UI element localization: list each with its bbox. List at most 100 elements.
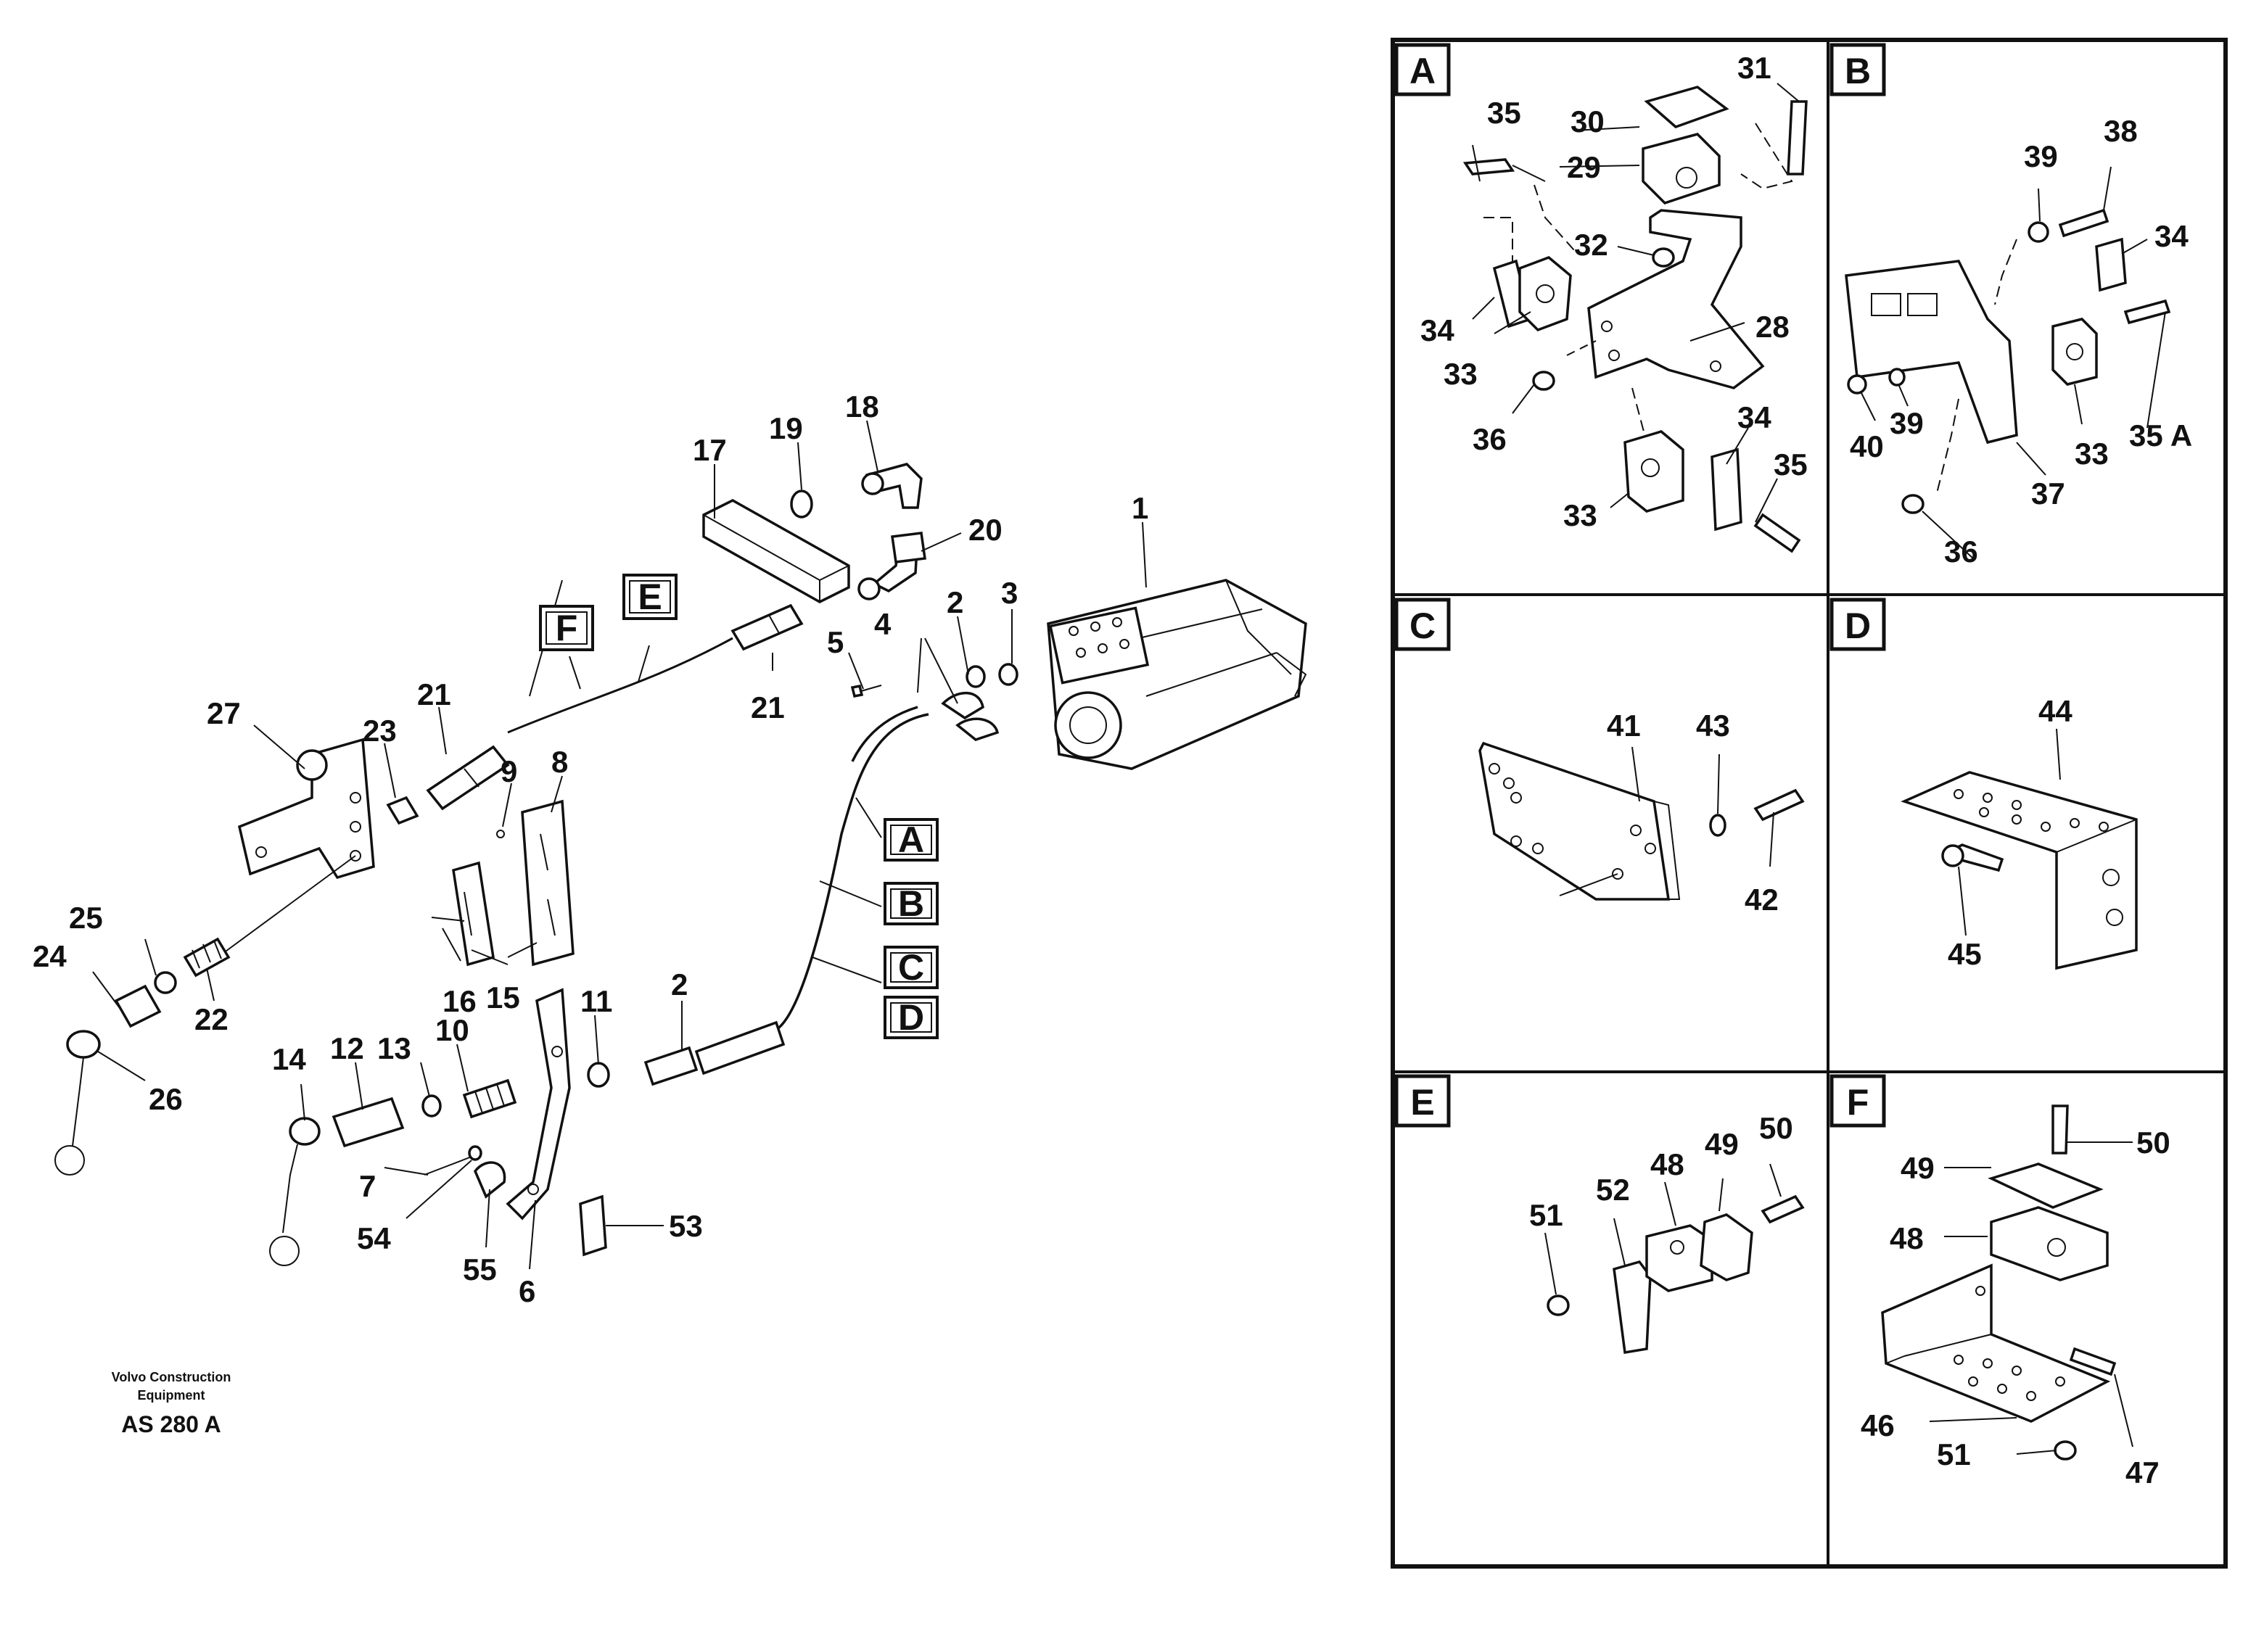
clamp-4 <box>941 691 1000 741</box>
hose-main <box>775 713 929 1031</box>
label-f-50: 50 <box>2136 1126 2170 1160</box>
bracket-6 <box>506 988 571 1221</box>
label-c-42: 42 <box>1745 883 1779 917</box>
label-12: 12 <box>330 1031 364 1065</box>
panel-a: A 35 31 30 29 32 34 33 28 36 34 <box>1394 43 1808 553</box>
detail-grid <box>1391 38 2228 1569</box>
plate-41 <box>1478 741 1671 901</box>
callout-letter-e: E <box>638 577 662 617</box>
credit-block: Volvo Construction Equipment AS 280 A <box>112 1370 231 1437</box>
label-e-51: 51 <box>1529 1198 1563 1232</box>
panel-letter-c: C <box>1409 606 1436 646</box>
label-17: 17 <box>693 433 727 467</box>
plate-15 <box>452 861 495 967</box>
fitting-2-lower <box>643 1046 699 1086</box>
block-48 <box>1645 1224 1713 1292</box>
o-ring-19 <box>790 490 813 519</box>
plate-52 <box>1613 1260 1652 1355</box>
nut-40 <box>1847 374 1867 395</box>
plate-30 <box>1644 86 1729 128</box>
label-a-29: 29 <box>1567 150 1601 184</box>
label-27: 27 <box>207 696 241 730</box>
label-f-51: 51 <box>1937 1437 1971 1471</box>
nut-51-f <box>2054 1440 2077 1461</box>
label-b-39-lower: 39 <box>1890 406 1924 440</box>
label-25: 25 <box>69 901 103 935</box>
label-f-46: 46 <box>1861 1408 1895 1442</box>
label-b-38: 38 <box>2104 114 2138 148</box>
screw-16 <box>431 917 465 922</box>
panel-f: F 50 49 48 46 51 47 <box>1829 1074 2170 1490</box>
panel-b: B 38 39 34 35 A 33 39 40 37 36 <box>1829 43 2192 569</box>
bracket-27 <box>237 738 375 880</box>
coupling-12 <box>332 1096 405 1148</box>
panel-letter-b: B <box>1845 51 1871 91</box>
nut-23 <box>386 796 419 825</box>
label-18: 18 <box>845 389 879 424</box>
label-a-36: 36 <box>1473 422 1507 456</box>
bolt-50-f <box>2051 1104 2069 1155</box>
label-54: 54 <box>357 1221 391 1255</box>
label-b-33: 33 <box>2075 437 2109 471</box>
leader-22 <box>217 855 356 958</box>
label-21b: 21 <box>417 677 451 711</box>
label-14: 14 <box>272 1042 306 1076</box>
label-e-50: 50 <box>1759 1111 1793 1145</box>
callout-letter-b: B <box>898 883 924 924</box>
washer-43 <box>1709 814 1726 837</box>
label-55: 55 <box>463 1252 497 1287</box>
washer-2 <box>966 665 986 688</box>
nut-51-e <box>1547 1294 1570 1316</box>
panel-letter-d: D <box>1845 606 1871 646</box>
nut-11 <box>587 1062 610 1088</box>
label-23: 23 <box>363 714 397 748</box>
plate-49-f <box>1988 1162 2104 1209</box>
label-d-44: 44 <box>2038 694 2072 728</box>
label-22: 22 <box>194 1002 229 1036</box>
bolt-35a <box>2123 299 2171 325</box>
callout-c: C <box>884 946 939 989</box>
callout-e: E <box>622 574 678 620</box>
bolt-47 <box>2069 1347 2117 1376</box>
block-33-b <box>2051 318 2098 386</box>
label-a-34-upper: 34 <box>1420 313 1454 347</box>
label-b-36: 36 <box>1944 534 1978 569</box>
block-17 <box>702 499 850 603</box>
label-9: 9 <box>501 754 517 788</box>
panel-letter-f: F <box>1847 1082 1869 1123</box>
plate-34-lower <box>1711 447 1742 532</box>
clamp-55 <box>473 1161 506 1199</box>
callout-d: D <box>884 996 939 1039</box>
screw-7 <box>424 1156 472 1176</box>
plate-34-b <box>2095 237 2127 292</box>
plate-49 <box>1700 1213 1753 1281</box>
label-53: 53 <box>669 1209 703 1243</box>
label-b-37: 37 <box>2031 476 2065 511</box>
label-f-49: 49 <box>1901 1151 1935 1185</box>
main-part-numbers: 1 2 2 3 4 5 6 7 8 9 10 11 12 13 14 15 16… <box>33 389 1148 1308</box>
label-b-39-top: 39 <box>2024 139 2058 173</box>
panel-letter-e: E <box>1410 1082 1434 1123</box>
label-10: 10 <box>435 1013 469 1047</box>
label-21a: 21 <box>751 690 785 724</box>
label-7: 7 <box>359 1169 376 1203</box>
label-d-45: 45 <box>1948 937 1982 971</box>
label-24: 24 <box>33 939 67 973</box>
drawing-code: AS 280 A <box>121 1411 221 1437</box>
washer-54 <box>468 1145 482 1161</box>
label-5: 5 <box>827 625 844 659</box>
label-2a: 2 <box>947 585 963 619</box>
washer-39-top <box>2028 221 2049 243</box>
coupling-22 <box>183 937 231 978</box>
panel-c: C 41 43 42 <box>1394 598 1805 917</box>
fitting-21-upper <box>730 603 804 651</box>
label-f-47: 47 <box>2125 1455 2160 1490</box>
bolt-35-top <box>1462 158 1515 175</box>
label-6: 6 <box>519 1274 535 1308</box>
label-b-34: 34 <box>2154 219 2189 253</box>
pump-1 <box>1047 579 1307 770</box>
nut-32 <box>1652 247 1675 268</box>
washer-39-lower <box>1888 368 1906 387</box>
washer-13 <box>421 1094 442 1118</box>
